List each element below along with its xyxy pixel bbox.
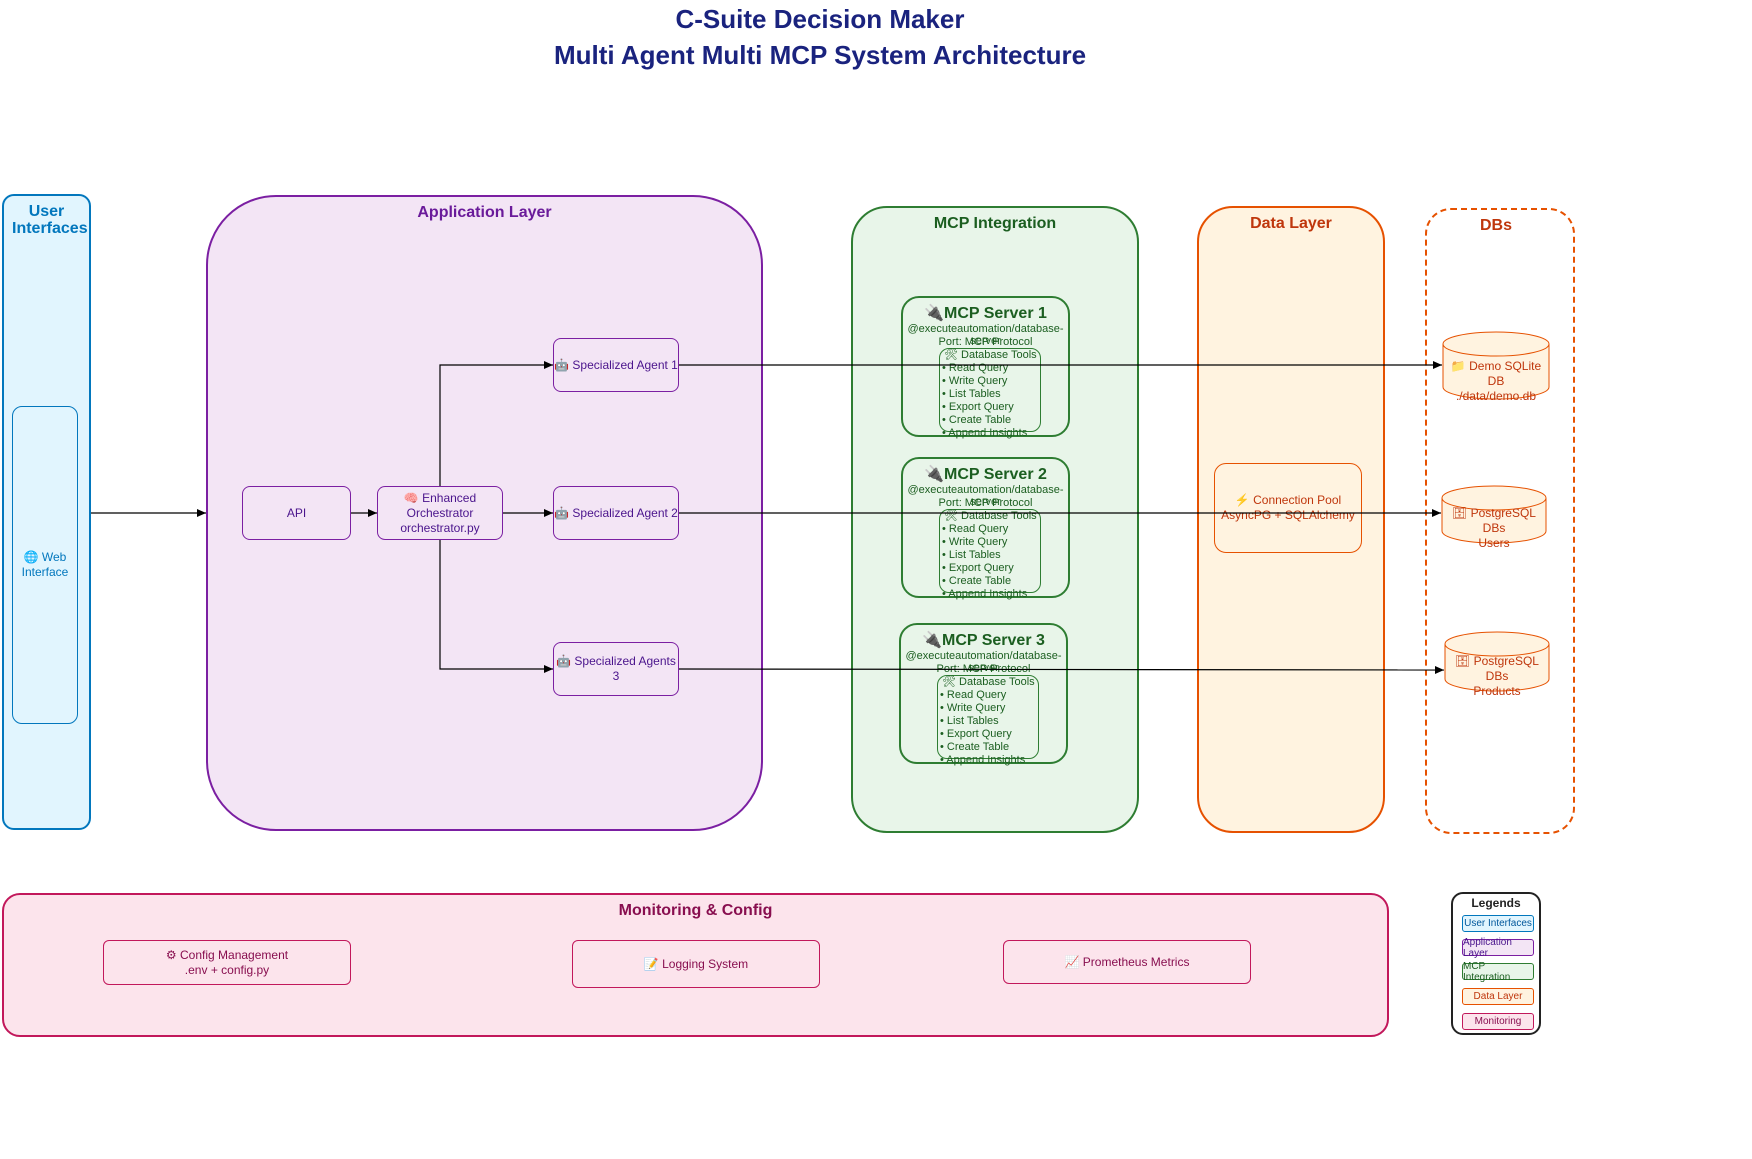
tool-item: • Export Query	[942, 401, 1014, 413]
mcp-server-2-tools: 🛠 Database Tools • Read Query • Write Qu…	[939, 509, 1041, 600]
tool-item: • List Tables	[942, 388, 1001, 400]
agent-3-label: 🤖 Specialized Agents 3	[556, 654, 676, 683]
legend-monitoring: Monitoring	[1462, 1013, 1534, 1030]
arrow-orchestrator-to-agent-1	[439, 361, 553, 486]
tool-item: • Create Table	[942, 575, 1012, 587]
tool-item: • Export Query	[940, 728, 1012, 740]
web-interface-label: 🌐 Web Interface	[21, 550, 69, 579]
tool-item: • Export Query	[942, 562, 1014, 574]
db-cylinder-2[interactable]	[1441, 485, 1547, 544]
web-interface-box[interactable]: 🌐 Web Interface	[12, 406, 78, 724]
db-3-line-1: 🗄 PostgreSQL DBs	[1455, 654, 1539, 683]
specialized-agent-3[interactable]: 🤖 Specialized Agents 3	[553, 642, 679, 696]
tools-title: 🛠 Database Tools	[944, 349, 1037, 361]
legend-title: Legends	[1471, 896, 1521, 910]
db-2-label: 🗄 PostgreSQL DBs Users	[1442, 506, 1546, 551]
mcp-server-1-title: 🔌MCP Server 1	[924, 305, 1047, 322]
logging-label: 📝 Logging System	[643, 956, 749, 971]
mcp-server-1[interactable]: 🔌MCP Server 1 @executeautomation/databas…	[901, 296, 1070, 439]
connection-pool-line-1: ⚡ Connection Pool	[1234, 493, 1342, 507]
arrow-agent-3-to-db-3	[678, 665, 1445, 674]
mcp-server-2-package: @executeautomation/database-server	[907, 484, 1064, 508]
data-layer-title: Data Layer	[1250, 215, 1332, 232]
db-3-line-2: Products	[1473, 684, 1521, 698]
agent-1-label: 🤖 Specialized Agent 1	[554, 357, 678, 372]
tool-item: • Append Insights	[942, 588, 1028, 600]
db-1-label: 📁 Demo SQLite DB ./data/demo.db	[1443, 359, 1549, 404]
mcp-server-3-title: 🔌MCP Server 3	[922, 632, 1045, 649]
legend-item-label: Application Layer	[1463, 936, 1512, 959]
tool-item: • Read Query	[942, 523, 1009, 535]
orchestrator-line-2: Orchestrator	[406, 505, 474, 520]
diagram-title: C-Suite Decision Maker	[675, 4, 965, 34]
config-line-1: ⚙ Config Management	[165, 947, 289, 962]
tool-item: • Append Insights	[942, 427, 1028, 439]
mcp-integration-title: MCP Integration	[933, 215, 1057, 232]
legend-item-label: Monitoring	[1474, 1016, 1522, 1027]
orchestrator-line-3: orchestrator.py	[400, 520, 480, 535]
specialized-agent-1[interactable]: 🤖 Specialized Agent 1	[553, 338, 679, 392]
prometheus-metrics-box[interactable]: 📈 Prometheus Metrics	[1003, 940, 1251, 984]
tool-item: • Create Table	[942, 414, 1012, 426]
tool-item: • List Tables	[942, 549, 1001, 561]
tool-item: • List Tables	[940, 715, 999, 727]
mcp-server-3-tools: 🛠 Database Tools • Read Query • Write Qu…	[937, 675, 1039, 766]
connection-pool-box[interactable]: ⚡ Connection Pool AsyncPG + SQLAlchemy	[1214, 463, 1362, 553]
mcp-server-2-port: Port: MCP Protocol	[938, 497, 1033, 509]
mcp-server-3[interactable]: 🔌MCP Server 3 @executeautomation/databas…	[899, 623, 1068, 766]
orchestrator-line-1: 🧠 Enhanced	[403, 490, 477, 505]
legend-item-label: MCP Integration	[1463, 960, 1511, 983]
connection-pool-line-2: AsyncPG + SQLAlchemy	[1221, 508, 1355, 522]
legend-mcp-integration: MCP Integration	[1462, 960, 1534, 983]
db-3-label: 🗄 PostgreSQL DBs Products	[1445, 654, 1549, 699]
diagram-subtitle: Multi Agent Multi MCP System Architectur…	[553, 40, 1087, 70]
mcp-server-2[interactable]: 🔌MCP Server 2 @executeautomation/databas…	[901, 457, 1070, 600]
legend-box: Legends User Interfaces Application Laye…	[1451, 892, 1541, 1035]
orchestrator-box[interactable]: 🧠 Enhanced Orchestrator orchestrator.py	[377, 486, 503, 540]
user-interfaces-title: User Interfaces	[12, 203, 88, 237]
monitoring-title: Monitoring & Config	[618, 902, 773, 919]
api-box[interactable]: API	[242, 486, 351, 540]
agent-2-label: 🤖 Specialized Agent 2	[554, 505, 678, 520]
logging-system-box[interactable]: 📝 Logging System	[572, 940, 820, 988]
application-layer-title: Application Layer	[417, 204, 552, 221]
db-2-line-1: 🗄 PostgreSQL DBs	[1452, 506, 1536, 535]
legend-application-layer: Application Layer	[1462, 936, 1534, 959]
monitoring-container: Monitoring & Config	[2, 893, 1389, 1037]
user-interfaces-container: User Interfaces 🌐 Web Interface	[2, 194, 91, 830]
tool-item: • Write Query	[942, 375, 1008, 387]
db-cylinder-1[interactable]	[1442, 331, 1550, 400]
tool-item: • Write Query	[940, 702, 1006, 714]
dbs-title: DBs	[1479, 217, 1512, 234]
api-label: API	[286, 505, 307, 520]
mcp-server-2-title: 🔌MCP Server 2	[924, 466, 1047, 483]
db-cylinder-3[interactable]	[1444, 631, 1550, 692]
tool-item: • Append Insights	[940, 754, 1026, 766]
mcp-server-1-port: Port: MCP Protocol	[938, 336, 1033, 348]
db-1-line-2: ./data/demo.db	[1455, 389, 1537, 403]
data-layer-container: Data Layer	[1197, 206, 1385, 833]
config-line-2: .env + config.py	[184, 962, 270, 977]
specialized-agent-2[interactable]: 🤖 Specialized Agent 2	[553, 486, 679, 540]
metrics-label: 📈 Prometheus Metrics	[1064, 954, 1190, 969]
db-2-line-2: Users	[1478, 536, 1510, 550]
tool-item: • Write Query	[942, 536, 1008, 548]
tools-title: 🛠 Database Tools	[942, 676, 1035, 688]
arrow-orchestrator-to-agent-3	[439, 540, 553, 673]
tool-item: • Read Query	[940, 689, 1007, 701]
legend-item-label: Data Layer	[1473, 991, 1523, 1002]
mcp-server-3-package: @executeautomation/database-server	[905, 650, 1062, 674]
config-management-box[interactable]: ⚙ Config Management .env + config.py	[103, 940, 351, 985]
tool-item: • Create Table	[940, 741, 1010, 753]
db-1-line-1: 📁 Demo SQLite DB	[1450, 359, 1542, 388]
legend-data-layer: Data Layer	[1462, 988, 1534, 1005]
mcp-server-1-package: @executeautomation/database-server	[907, 323, 1064, 347]
legend-user-interfaces: User Interfaces	[1462, 915, 1534, 932]
legend-item-label: User Interfaces	[1464, 918, 1532, 929]
dbs-container: DBs	[1425, 208, 1575, 834]
